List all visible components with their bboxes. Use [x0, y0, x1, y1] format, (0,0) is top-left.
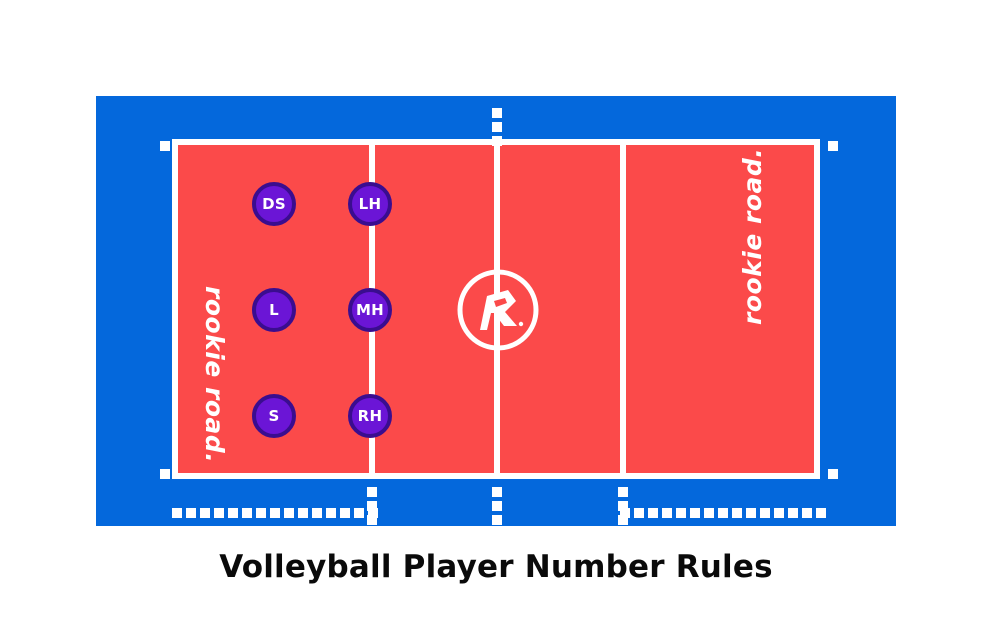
brand-label-left: rookie road.: [14, 286, 234, 463]
player-token-label: S: [268, 407, 280, 425]
free-zone-dotted-right-dot: [634, 508, 644, 518]
free-zone-dotted-right-dot: [648, 508, 658, 518]
bottom-dotted-guide-left-attack-dot: [367, 515, 377, 525]
page-title: Volleyball Player Number Rules: [219, 549, 773, 585]
free-zone-dotted-left-dot: [200, 508, 210, 518]
player-token-defensive-specialist[interactable]: DS: [252, 182, 296, 226]
free-zone-dotted-left-dot: [340, 508, 350, 518]
player-token-label: LH: [358, 195, 382, 213]
free-zone-dotted-right-dot: [802, 508, 812, 518]
bottom-dotted-guide-left-attack-dot: [367, 501, 377, 511]
free-zone-dotted-right-dot: [690, 508, 700, 518]
free-zone-dotted-left-dot: [172, 508, 182, 518]
free-zone-dotted-left-dot: [298, 508, 308, 518]
player-token-label: DS: [262, 195, 286, 213]
bottom-dotted-guide-right-attack-dot: [618, 487, 628, 497]
free-zone-dotted-left-dot: [368, 508, 378, 518]
free-zone-dotted-left-dot: [186, 508, 196, 518]
bottom-dotted-guide-center-dot: [492, 515, 502, 525]
player-token-setter[interactable]: S: [252, 394, 296, 438]
corner-marker-bottom-left: [160, 469, 170, 479]
free-zone-dotted-right-dot: [620, 508, 630, 518]
free-zone-dotted-right-dot: [732, 508, 742, 518]
free-zone-dotted-right-dot: [746, 508, 756, 518]
free-zone-dotted-left-dot: [326, 508, 336, 518]
free-zone-dotted-right-dot: [704, 508, 714, 518]
free-zone-dotted-left-dot: [284, 508, 294, 518]
player-token-left-hitter[interactable]: LH: [348, 182, 392, 226]
free-zone-dotted-left-dot: [256, 508, 266, 518]
bottom-dotted-guide-left-attack-dot: [367, 487, 377, 497]
free-zone-dotted-right-dot: [718, 508, 728, 518]
player-token-label: RH: [357, 407, 383, 425]
bottom-dotted-guide-center-dot: [492, 501, 502, 511]
right-attack-line: [620, 145, 626, 473]
free-zone-dotted-left-dot: [270, 508, 280, 518]
free-zone-dotted-right-dot: [788, 508, 798, 518]
free-zone-dotted-right-dot: [816, 508, 826, 518]
rookie-road-logo-icon: [457, 269, 539, 351]
player-token-label: L: [269, 301, 279, 319]
corner-marker-top-right: [828, 141, 838, 151]
player-token-libero[interactable]: L: [252, 288, 296, 332]
free-zone-dotted-left-dot: [354, 508, 364, 518]
free-zone-dotted-right-dot: [676, 508, 686, 518]
top-center-dotted-guide-dot: [492, 136, 502, 146]
bottom-dotted-guide-right-attack-dot: [618, 501, 628, 511]
free-zone-dotted-right-dot: [662, 508, 672, 518]
player-token-label: MH: [355, 301, 385, 319]
corner-marker-bottom-right: [828, 469, 838, 479]
rookie-road-logo: [456, 268, 540, 352]
free-zone-dotted-left-dot: [214, 508, 224, 518]
top-center-dotted-guide-dot: [492, 122, 502, 132]
free-zone-dotted-left-dot: [242, 508, 252, 518]
bottom-dotted-guide-right-attack-dot: [618, 515, 628, 525]
player-token-middle-hitter[interactable]: MH: [348, 288, 392, 332]
top-center-dotted-guide-dot: [492, 108, 502, 118]
free-zone-dotted-right-dot: [774, 508, 784, 518]
free-zone-dotted-left-dot: [312, 508, 322, 518]
free-zone-dotted-right-dot: [760, 508, 770, 518]
brand-label-right: rookie road.: [733, 148, 963, 325]
corner-marker-top-left: [160, 141, 170, 151]
player-token-right-hitter[interactable]: RH: [348, 394, 392, 438]
bottom-dotted-guide-center-dot: [492, 487, 502, 497]
free-zone-dotted-left-dot: [228, 508, 238, 518]
